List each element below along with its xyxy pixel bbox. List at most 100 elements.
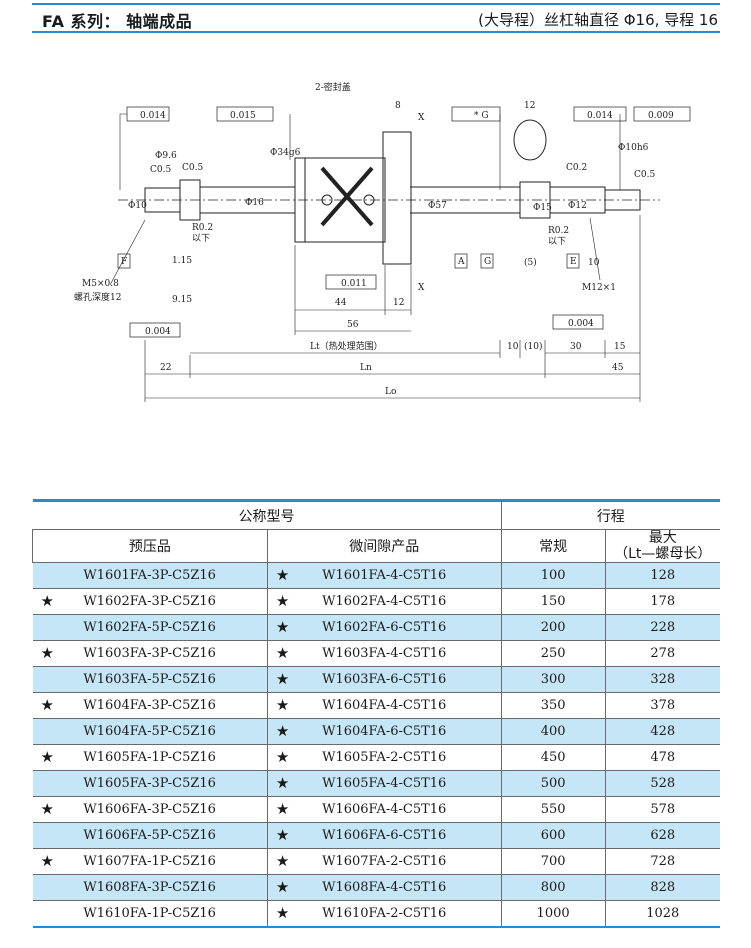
star-icon: ★ bbox=[40, 748, 54, 766]
star-icon: ★ bbox=[40, 800, 54, 818]
ball-screw-drawing: 2-密封盖 0.014 0.015 0.014 0.009 * G 8 12 C… bbox=[74, 81, 691, 402]
cell-text: 700 bbox=[540, 854, 566, 869]
svg-text:Φ9.6: Φ9.6 bbox=[155, 151, 177, 161]
header-max: 最大 （Lt—螺母长） bbox=[604, 529, 720, 563]
svg-text:C0.5: C0.5 bbox=[634, 170, 655, 180]
cell-micro: ★ W1608FA-4-C5T16 bbox=[266, 874, 502, 901]
cell-max: 428 bbox=[604, 718, 720, 745]
star-icon: ★ bbox=[275, 748, 290, 766]
header-preload: 预压品 bbox=[32, 529, 268, 563]
cell-text: 450 bbox=[540, 750, 566, 765]
star-icon: ★ bbox=[275, 826, 290, 844]
cell-normal: 800 bbox=[500, 874, 606, 901]
svg-text:M12×1: M12×1 bbox=[582, 283, 616, 293]
cell-max: 828 bbox=[604, 874, 720, 901]
cell-text: W1604FA-4-C5T16 bbox=[322, 698, 447, 713]
cell-text: W1605FA-4-C5T16 bbox=[322, 776, 447, 791]
svg-text:44: 44 bbox=[335, 298, 347, 308]
cell-text: W1604FA-5P-C5Z16 bbox=[83, 724, 216, 739]
cell-text: 300 bbox=[540, 672, 566, 687]
cell-text: W1610FA-1P-C5Z16 bbox=[83, 906, 216, 921]
cell-preload: W1605FA-3P-C5Z16 bbox=[32, 770, 268, 797]
cell-text: W1604FA-6-C5T16 bbox=[322, 724, 447, 739]
cell-text: W1608FA-4-C5T16 bbox=[322, 880, 447, 895]
svg-text:Φ10: Φ10 bbox=[128, 201, 147, 211]
cell-text: W1603FA-3P-C5Z16 bbox=[83, 646, 216, 661]
star-icon: ★ bbox=[275, 566, 290, 584]
star-icon: ★ bbox=[40, 852, 54, 870]
star-icon: ★ bbox=[40, 592, 54, 610]
cell-normal: 150 bbox=[500, 588, 606, 615]
table-row: W1608FA-3P-C5Z16 ★ W1608FA-4-C5T16 800 828 bbox=[32, 874, 720, 901]
shaft-right bbox=[410, 186, 520, 214]
cell-normal: 550 bbox=[500, 796, 606, 823]
svg-text:8: 8 bbox=[395, 101, 401, 111]
cell-normal: 400 bbox=[500, 718, 606, 745]
cell-text: W1607FA-2-C5T16 bbox=[322, 854, 447, 869]
cell-text: 478 bbox=[650, 750, 676, 765]
header-bar: FA 系列： 轴端成品 (大导程）丝杠轴直径 Φ16, 导程 16 bbox=[32, 3, 720, 33]
cell-preload: W1602FA-5P-C5Z16 bbox=[32, 614, 268, 641]
cell-text: 228 bbox=[650, 620, 676, 635]
cell-text: 578 bbox=[650, 802, 676, 817]
svg-text:C0.5: C0.5 bbox=[150, 165, 171, 175]
star-icon: ★ bbox=[275, 878, 290, 896]
svg-text:Φ10h6: Φ10h6 bbox=[618, 143, 649, 153]
cell-text: 328 bbox=[650, 672, 676, 687]
cell-micro: ★W1601FA-4-C5T16 bbox=[266, 562, 502, 589]
cell-text: W1603FA-6-C5T16 bbox=[322, 672, 447, 687]
cell-preload: ★W1604FA-3P-C5Z16 bbox=[32, 692, 268, 719]
cell-text: W1601FA-3P-C5Z16 bbox=[83, 568, 216, 583]
cell-normal: 300 bbox=[500, 666, 606, 693]
cell-text: 1000 bbox=[536, 906, 570, 921]
cell-preload: W1606FA-5P-C5Z16 bbox=[32, 822, 268, 849]
cell-preload: W1601FA-3P-C5Z16 bbox=[32, 562, 268, 589]
spec-table: 公称型号 行程 常规 最大 （Lt—螺母长） 预压品 微间隙产品 W1601FA… bbox=[32, 499, 720, 928]
cell-preload: W1608FA-3P-C5Z16 bbox=[32, 874, 268, 901]
cell-text: 550 bbox=[540, 802, 566, 817]
keyway-section bbox=[513, 119, 547, 161]
cell-normal: 100 bbox=[500, 562, 606, 589]
star-icon: ★ bbox=[275, 774, 290, 792]
star-icon: ★ bbox=[275, 722, 290, 740]
cell-preload: ★W1602FA-3P-C5Z16 bbox=[32, 588, 268, 615]
svg-text:以下: 以下 bbox=[548, 237, 566, 247]
cell-normal: 200 bbox=[500, 614, 606, 641]
cell-normal: 250 bbox=[500, 640, 606, 667]
svg-text:0.004: 0.004 bbox=[568, 319, 594, 329]
cell-max: 328 bbox=[604, 666, 720, 693]
cell-text: 828 bbox=[650, 880, 676, 895]
cell-preload: W1603FA-5P-C5Z16 bbox=[32, 666, 268, 693]
svg-text:1.15: 1.15 bbox=[172, 256, 192, 266]
svg-text:Φ12: Φ12 bbox=[568, 201, 587, 211]
page-subtitle: (大导程）丝杠轴直径 Φ16, 导程 16 bbox=[478, 11, 718, 29]
cell-max: 228 bbox=[604, 614, 720, 641]
cell-micro: ★W1604FA-4-C5T16 bbox=[266, 692, 502, 719]
cell-text: 400 bbox=[540, 724, 566, 739]
cell-max: 128 bbox=[604, 562, 720, 589]
cell-preload: ★W1603FA-3P-C5Z16 bbox=[32, 640, 268, 667]
cell-text: W1603FA-5P-C5Z16 bbox=[83, 672, 216, 687]
svg-text:Φ16: Φ16 bbox=[245, 198, 264, 208]
svg-text:0.015: 0.015 bbox=[230, 111, 256, 121]
header-stroke: 行程 bbox=[500, 500, 720, 530]
cell-text: 200 bbox=[540, 620, 566, 635]
cell-normal: 350 bbox=[500, 692, 606, 719]
svg-text:Lo: Lo bbox=[385, 387, 396, 397]
svg-text:* G: * G bbox=[474, 111, 489, 121]
cell-max: 1028 bbox=[604, 900, 720, 928]
svg-text:(5): (5) bbox=[524, 257, 537, 268]
cell-text: 178 bbox=[650, 594, 676, 609]
cell-micro: ★ W1605FA-4-C5T16 bbox=[266, 770, 502, 797]
svg-text:0.004: 0.004 bbox=[145, 327, 171, 337]
cell-text: 800 bbox=[540, 880, 566, 895]
svg-text:15: 15 bbox=[614, 342, 626, 352]
cell-max: 378 bbox=[604, 692, 720, 719]
